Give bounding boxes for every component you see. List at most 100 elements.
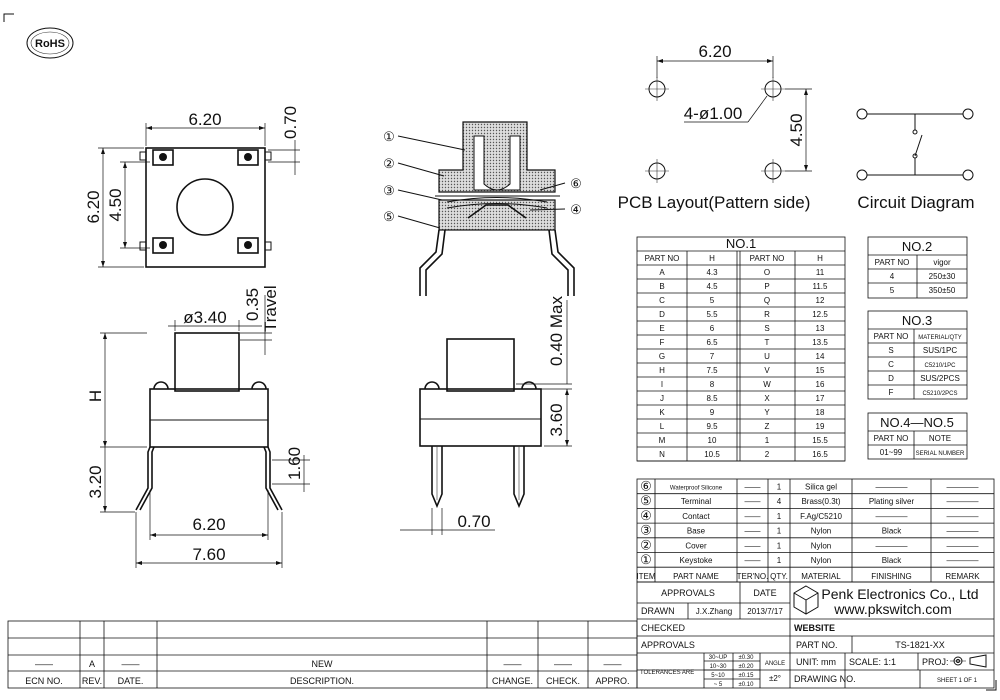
tb-angle: ANGLE [765, 661, 785, 667]
dim-max-travel: 0.40 Max [547, 296, 566, 366]
table-no4-no5 [867, 412, 968, 460]
dim-travel: 0.35 [243, 288, 262, 321]
bom-header: ITEM [636, 572, 655, 581]
no1-left-h: 7.5 [706, 366, 718, 375]
bom-part-name: Terminal [681, 497, 711, 506]
bom-ter-no: —— [745, 556, 761, 565]
no1-left-part-no: E [659, 324, 664, 333]
bom-remark: ———— [947, 483, 979, 492]
no1-right-part-no: W [763, 380, 771, 389]
bom-ter-no: —— [745, 512, 761, 521]
dim-top-inner: 4.50 [106, 188, 125, 221]
bom-material: Brass(0.3t) [801, 497, 840, 506]
bom-part-name: Cover [685, 541, 707, 550]
bom-item: ⑤ [640, 493, 652, 508]
bom-item: ⑥ [640, 479, 652, 494]
no1-right-h: 19 [816, 422, 825, 431]
bom-item: ② [640, 537, 652, 552]
no1-right-part-no: T [765, 338, 770, 347]
no2-vigor: 350±50 [929, 286, 956, 295]
no1-header-h-left: H [709, 254, 715, 263]
bom-remark: ———— [947, 512, 979, 521]
no1-left-h: 8 [710, 380, 715, 389]
no1-right-h: 12 [816, 296, 825, 305]
bom-item: ④ [640, 508, 652, 523]
tb-website: WEBSITE [794, 623, 835, 633]
dim-overall-width: 7.60 [192, 545, 225, 564]
bom-qty: 1 [777, 541, 782, 550]
revision-header: REV. [82, 676, 102, 686]
dim-pin-offset: 0.70 [457, 512, 490, 531]
no1-right-part-no: Z [765, 422, 770, 431]
bom-part-name: Contact [682, 512, 710, 521]
bom-header: TER'NO. [737, 572, 769, 581]
no1-header-part-no-right: PART NO [750, 254, 785, 263]
side-view [400, 300, 572, 535]
dim-side-pin: 3.60 [547, 403, 566, 436]
no1-left-part-no: J [660, 394, 664, 403]
no1-right-part-no: U [764, 352, 770, 361]
callout-2: ② [383, 156, 395, 171]
no1-right-h: 15.5 [812, 436, 828, 445]
tb-checked: CHECKED [641, 623, 686, 633]
tol-range-4: ~ 5 [714, 682, 723, 688]
front-view [100, 295, 310, 568]
no1-left-part-no: M [659, 436, 666, 445]
bom-header: QTY. [770, 572, 788, 581]
bom-header: FINISHING [871, 572, 911, 581]
tb-drawn-date: 2013/7/17 [747, 607, 783, 616]
revision-header: CHANGE. [492, 676, 533, 686]
no1-left-part-no: C [659, 296, 665, 305]
dim-top-height: 6.20 [84, 190, 103, 223]
bom-header: REMARK [945, 572, 980, 581]
tol-range-3: 5~10 [711, 673, 725, 679]
pcb-layout [645, 56, 812, 183]
no2-header-part-no: PART NO [875, 258, 910, 267]
no1-left-h: 9 [710, 408, 715, 417]
bom-ter-no: —— [745, 483, 761, 492]
bom-remark: ———— [947, 556, 979, 565]
pcb-width: 6.20 [698, 42, 731, 61]
dim-pin-length: 3.20 [86, 465, 105, 498]
tb-part-no: TS-1821-XX [895, 640, 945, 650]
no1-left-h: 9.5 [706, 422, 718, 431]
no45-title: NO.4—NO.5 [880, 415, 954, 430]
bom-item: ① [640, 552, 652, 567]
border-corner-tl [3, 13, 14, 22]
bom-part-name: Keystoke [680, 556, 713, 565]
rohs-label: RoHS [35, 38, 65, 50]
table-no1 [636, 236, 846, 462]
no1-left-part-no: D [659, 310, 665, 319]
no1-right-h: 11 [816, 268, 825, 277]
tb-unit: UNIT: mm [796, 657, 836, 667]
no1-right-h: 12.5 [812, 310, 828, 319]
no1-left-h: 10.5 [704, 450, 720, 459]
callout-6: ⑥ [570, 176, 582, 191]
no1-title: NO.1 [726, 236, 756, 251]
bom-material: Nylon [811, 556, 831, 565]
circuit-diagram [856, 108, 974, 181]
no3-material-qty: SUS/1PC [923, 346, 957, 355]
bom-header: PART NAME [673, 572, 719, 581]
dim-top-offset: 0.70 [281, 106, 300, 139]
revision-header: CHECK. [546, 676, 580, 686]
bom-part-name: Waterproof Silicone [670, 486, 723, 492]
no1-right-part-no: V [764, 366, 770, 375]
tol-range-1: 30~UP [709, 655, 728, 661]
revision-header: ECN NO. [25, 676, 63, 686]
tol-value-2: ±0.20 [739, 664, 755, 670]
bom-qty: 4 [777, 497, 782, 506]
revision-header: DATE. [118, 676, 144, 686]
no1-left-h: 4.3 [706, 268, 718, 277]
bom-remark: ———— [947, 541, 979, 550]
bom-ter-no: —— [745, 527, 761, 536]
dim-height-label: H [86, 390, 105, 402]
tb-drawn-by: J.X.Zhang [696, 607, 732, 616]
no1-right-h: 16 [816, 380, 825, 389]
dim-pin-stub: 1.60 [285, 447, 304, 480]
no2-vigor: 250±30 [929, 272, 956, 281]
bom-header: MATERIAL [801, 572, 841, 581]
no1-header-part-no-left: PART NO [645, 254, 680, 263]
table-no3 [867, 310, 968, 400]
tb-date: DATE [753, 588, 776, 598]
